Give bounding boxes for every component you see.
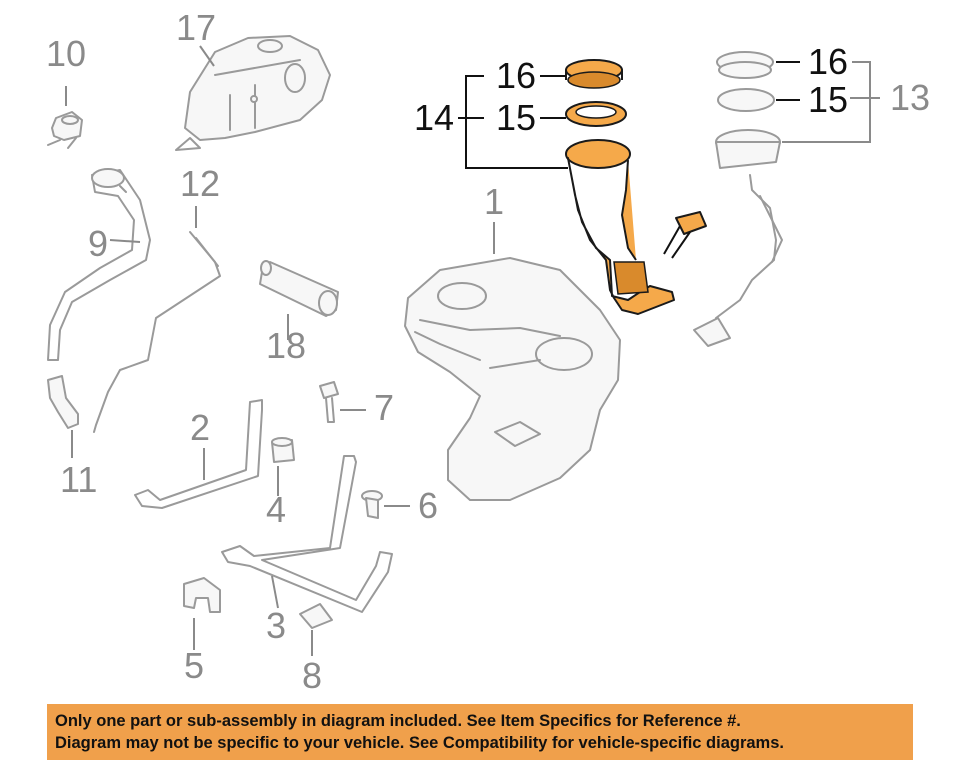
part-13-pump-sender-assembly <box>693 51 783 347</box>
callout-2: 2 <box>190 407 210 448</box>
part-3-tank-strap <box>221 455 393 613</box>
callout-17: 17 <box>176 7 216 48</box>
callout-1: 1 <box>484 181 504 222</box>
part-17-reservoir-tank <box>175 35 331 151</box>
callout-9: 9 <box>88 223 108 264</box>
part-16-lock-ring-highlighted <box>565 59 623 89</box>
part-1-fuel-tank <box>404 257 621 501</box>
callout-15-right: 15 <box>808 79 848 120</box>
callout-4: 4 <box>266 489 286 530</box>
part-8-pad <box>299 603 333 629</box>
parts-diagram: 10 17 9 12 11 18 1 7 2 4 6 3 5 8 13 16 1… <box>46 7 930 696</box>
part-10-fuel-cap <box>47 111 83 149</box>
part-9-filler-neck <box>47 168 151 361</box>
part-14-fuel-pump-assembly-highlighted <box>565 139 707 315</box>
callout-16-left: 16 <box>496 55 536 96</box>
callout-5: 5 <box>184 645 204 686</box>
callout-3: 3 <box>266 605 286 646</box>
callout-10: 10 <box>46 33 86 74</box>
disclaimer-line-2: Diagram may not be specific to your vehi… <box>55 734 784 752</box>
callout-leaders <box>65 45 880 656</box>
disclaimer-banner: Only one part or sub-assembly in diagram… <box>47 704 913 760</box>
callout-6: 6 <box>418 485 438 526</box>
callout-16-right: 16 <box>808 41 848 82</box>
callout-18: 18 <box>266 325 306 366</box>
disclaimer-line-1: Only one part or sub-assembly in diagram… <box>55 712 741 730</box>
part-5-clamp <box>183 577 221 613</box>
part-7-bolt <box>319 381 339 423</box>
part-15-seal-ring-highlighted <box>565 101 627 127</box>
callout-12: 12 <box>180 163 220 204</box>
part-11-elbow-hose <box>47 375 79 429</box>
callout-14: 14 <box>414 97 454 138</box>
part-12-vent-line <box>93 231 221 433</box>
callout-8: 8 <box>302 655 322 696</box>
callout-7: 7 <box>374 387 394 428</box>
callout-labels: 10 17 9 12 11 18 1 7 2 4 6 3 5 8 13 16 1… <box>46 7 930 696</box>
part-18-fuel-filter <box>259 260 339 317</box>
callout-15-left: 15 <box>496 97 536 138</box>
part-6-clip-nut <box>361 490 383 519</box>
callout-11: 11 <box>60 459 97 500</box>
part-2-tank-strap <box>134 399 263 509</box>
part-4-grommet <box>271 437 295 463</box>
callout-13: 13 <box>890 77 930 118</box>
